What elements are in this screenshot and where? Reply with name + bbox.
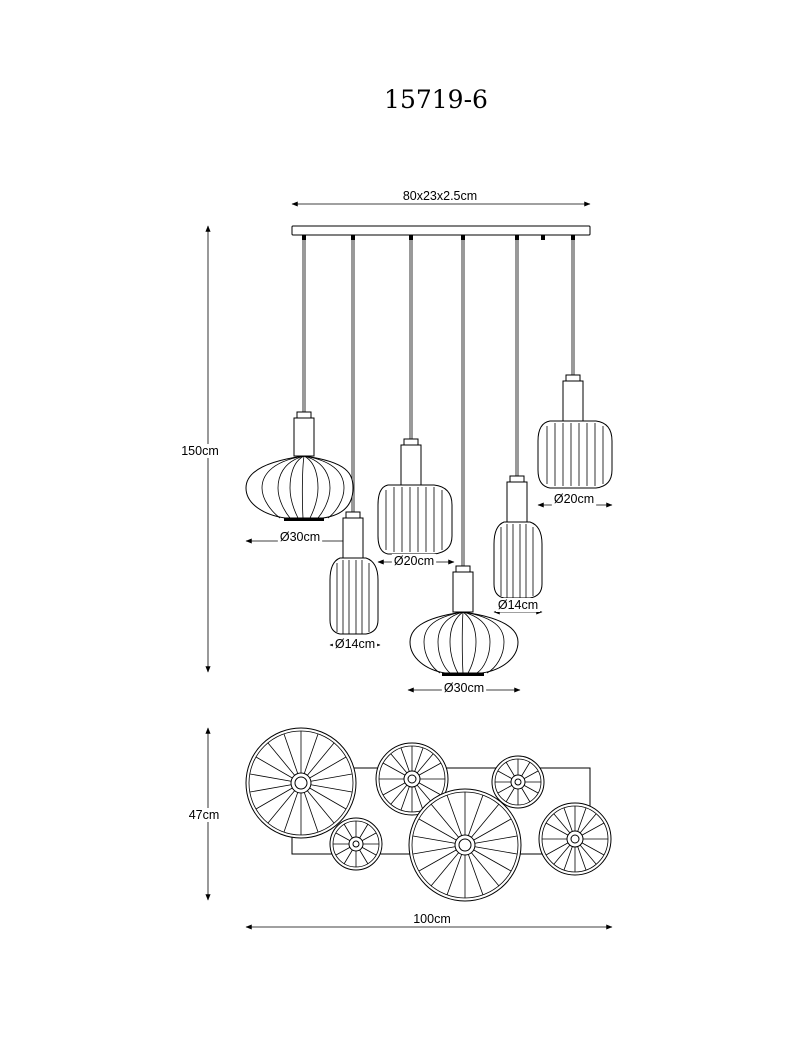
height-dimension-label: 150cm [181,444,219,458]
canopy-dimension-label: 80x23x2.5cm [403,189,477,203]
label-backing [400,189,480,203]
suspension-cables [302,240,575,566]
pendant-shade-6: Ø20cm [537,374,613,508]
label-backing [186,808,222,822]
width-dimension: 100cm [245,912,613,930]
pendant-shade-1: Ø30cm [245,411,355,544]
shade-2-diameter: Ø14cm [335,637,375,651]
top-view-disc-6 [538,802,612,876]
depth-dimension-label: 47cm [189,808,220,822]
width-dimension-label: 100cm [413,912,451,926]
top-view [245,727,612,902]
shade-4-diameter: Ø30cm [444,681,484,695]
top-view-disc-5 [408,788,522,902]
canopy-bar [291,225,591,240]
label-backing [179,444,221,458]
label-backing [495,598,541,612]
canopy-dimension: 80x23x2.5cm [291,189,591,207]
top-view-disc-2 [375,742,449,816]
shade-5-diameter: Ø14cm [498,598,538,612]
label-backing [411,912,453,926]
label-backing [391,554,437,568]
height-dimension: 150cm [179,225,221,673]
pendant-shade-5: Ø14cm [493,475,543,615]
shade-1-diameter: Ø30cm [280,530,320,544]
label-backing [277,530,323,544]
label-backing [441,681,487,695]
model-number: 15719-6 [384,85,488,114]
top-view-disc-1 [245,727,357,839]
label-backing [551,492,597,506]
shade-3-diameter: Ø20cm [394,554,434,568]
shade-6-diameter: Ø20cm [554,492,594,506]
label-backing [332,637,378,651]
depth-dimension: 47cm [186,727,222,901]
top-view-disc-4 [329,817,383,871]
pendant-shade-3: Ø20cm [377,438,455,568]
pendant-shade-2: Ø14cm [329,511,381,651]
pendant-shade-4: Ø30cm [407,565,521,695]
top-view-disc-3 [491,755,545,809]
